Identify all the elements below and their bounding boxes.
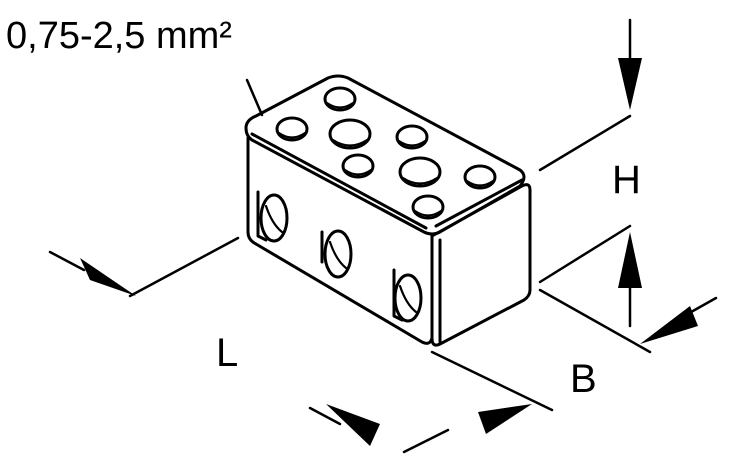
dimension-line bbox=[308, 406, 342, 426]
extension-line bbox=[538, 288, 652, 354]
height-label: H bbox=[612, 158, 641, 202]
top-hole bbox=[275, 116, 309, 142]
terminal-block bbox=[244, 74, 532, 347]
block-top-face bbox=[244, 74, 526, 236]
arrow-upleft-icon bbox=[326, 404, 380, 446]
length-label: L bbox=[216, 331, 238, 375]
dimension-line bbox=[402, 428, 450, 454]
dimension-length bbox=[48, 236, 554, 454]
top-hole bbox=[328, 118, 372, 150]
arrow-up-icon bbox=[618, 232, 642, 288]
arrow-downright-icon bbox=[80, 258, 136, 296]
leader-line bbox=[245, 78, 264, 117]
dimension-height bbox=[538, 18, 632, 328]
width-label: B bbox=[570, 357, 597, 401]
top-hole bbox=[398, 156, 442, 188]
top-hole bbox=[323, 86, 357, 112]
top-holes bbox=[275, 86, 497, 220]
cross-section-label: 0,75-2,5 mm² bbox=[6, 15, 232, 57]
extension-line bbox=[430, 350, 554, 412]
extension-line bbox=[538, 224, 632, 284]
dimension-line bbox=[48, 250, 86, 272]
extension-line bbox=[538, 114, 632, 172]
block-chamfer-edge bbox=[250, 132, 428, 230]
wire-entry bbox=[320, 229, 353, 279]
block-chamfer-edge bbox=[434, 178, 524, 228]
arrow-down-icon bbox=[618, 58, 642, 110]
arrow-downright-icon bbox=[478, 404, 532, 434]
arrow-upleft-icon bbox=[640, 306, 698, 344]
block-side-face bbox=[430, 183, 532, 347]
top-hole bbox=[395, 124, 429, 150]
top-hole bbox=[341, 153, 375, 179]
wire-entry bbox=[392, 268, 423, 323]
wire-entry bbox=[256, 190, 289, 243]
top-hole bbox=[463, 164, 497, 190]
wire-entries bbox=[256, 190, 423, 323]
extension-line bbox=[128, 236, 240, 298]
top-hole bbox=[411, 194, 445, 220]
